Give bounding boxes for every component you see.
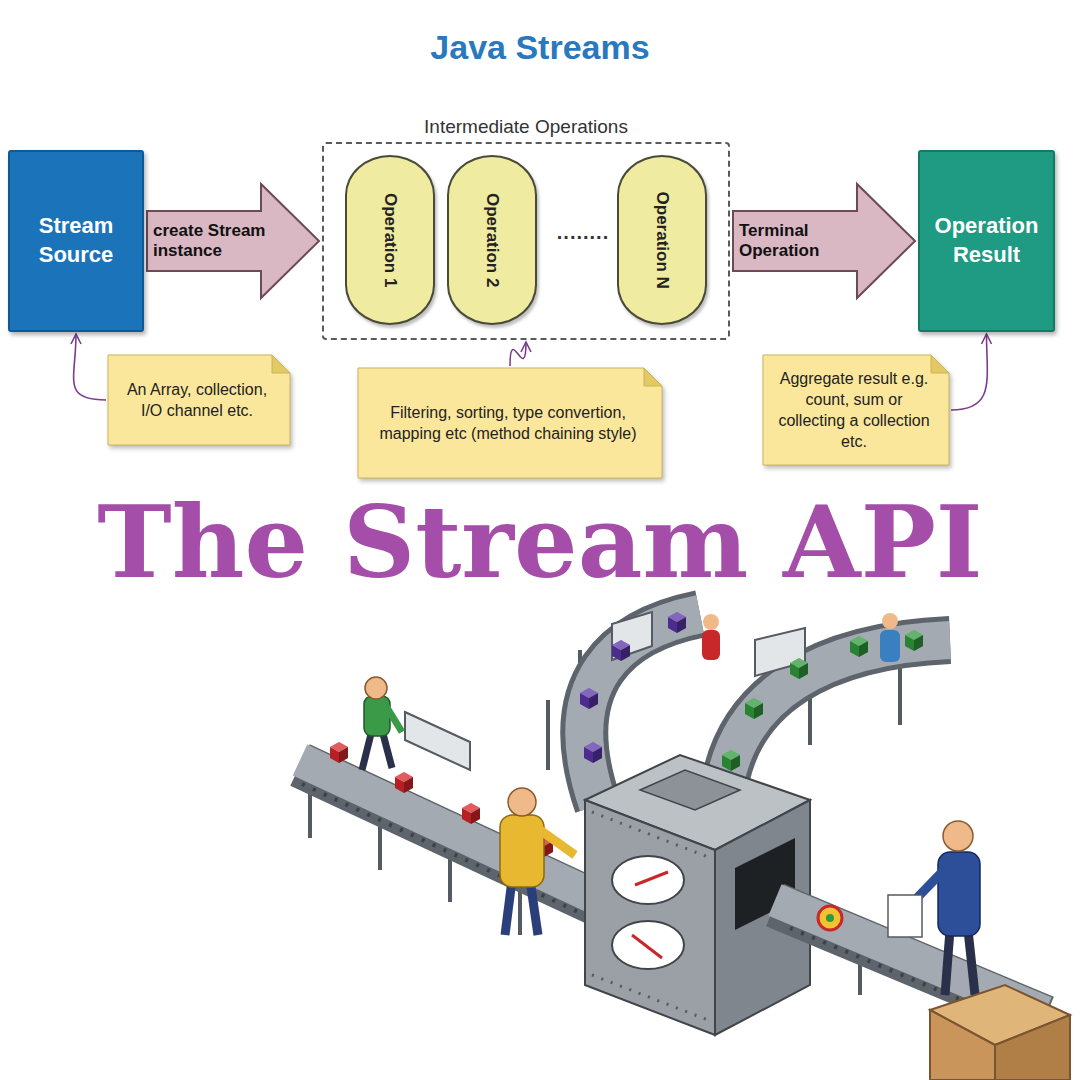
banner-heading: The Stream API <box>97 492 982 592</box>
belt-leg <box>546 700 550 770</box>
worker-leg <box>968 930 975 995</box>
purple-cube <box>612 640 630 661</box>
machine-front <box>585 800 715 1035</box>
operation-label: Operation 1 <box>380 193 400 287</box>
edge-label-wrap: create Stream instance <box>153 213 295 269</box>
edge-label-wrap: Terminal Operation <box>739 213 891 269</box>
product-item <box>818 906 842 930</box>
note-text: An Array, collection, I/O channel etc. <box>122 380 272 422</box>
worker-body <box>880 630 900 662</box>
label-wrap: The Stream API <box>0 492 1080 592</box>
worker-body <box>500 815 544 887</box>
note-fold <box>931 355 949 373</box>
operation-pill: Operation N <box>617 155 707 325</box>
note-paper <box>108 355 290 445</box>
gauge-needle <box>635 872 668 885</box>
machine-vent <box>640 770 740 810</box>
title-wrap: Java Streams <box>0 28 1080 67</box>
sticky-note: Aggregate result e.g. count, sum or coll… <box>763 355 949 465</box>
sticky-note: Filtering, sorting, type convertion, map… <box>358 368 662 478</box>
green-cube <box>722 750 740 771</box>
purple-cube <box>584 742 602 763</box>
worker-arm <box>386 706 402 732</box>
stream-box: Stream Source <box>8 150 144 332</box>
worker-leg <box>505 880 512 935</box>
ellipsis-label: ........ <box>557 222 609 242</box>
worker-yellow <box>500 788 575 935</box>
operation-label: Operation 2 <box>482 193 502 287</box>
red-cube <box>395 772 413 793</box>
belt-guard <box>612 612 652 660</box>
box-label: Operation Result <box>928 212 1045 269</box>
block-arrow <box>147 184 319 298</box>
worker-leg <box>945 930 950 995</box>
green-cube <box>790 658 808 679</box>
operation-pill: Operation 2 <box>447 155 537 325</box>
note-text: Filtering, sorting, type convertion, map… <box>372 403 644 445</box>
worker-head <box>365 677 387 699</box>
red-cube <box>330 742 348 763</box>
gauge-needle <box>632 935 662 958</box>
callout-arrow <box>74 334 106 400</box>
cardboard-box-side <box>995 1015 1070 1080</box>
edge-label: Terminal Operation <box>739 221 891 262</box>
operation-pill: Operation 1 <box>345 155 435 325</box>
purple-cube <box>668 612 686 633</box>
label-wrap: ........ <box>548 222 618 243</box>
green-cube <box>745 698 763 719</box>
worker-head <box>508 788 536 816</box>
belt-legs <box>310 650 960 1035</box>
block-arrow <box>733 184 915 298</box>
belt-guard <box>405 712 470 770</box>
note-text: Aggregate result e.g. count, sum or coll… <box>777 369 931 452</box>
worker-head <box>703 614 719 630</box>
gauge <box>612 856 684 904</box>
cardboard-box-front <box>930 1010 995 1080</box>
sticky-note: An Array, collection, I/O channel etc. <box>108 355 290 445</box>
worker-blue <box>888 821 980 995</box>
edge-label: create Stream instance <box>153 221 295 262</box>
machine-rivets <box>592 812 708 1020</box>
note-fold <box>644 368 662 386</box>
green-cube <box>850 636 868 657</box>
red-cube <box>462 803 480 824</box>
worker-leg <box>530 880 538 935</box>
operations-group: Intermediate OperationsOperation 1 Operat… <box>322 112 730 340</box>
stream-box: Operation Result <box>918 150 1055 332</box>
worker-green <box>362 677 402 770</box>
note-paper <box>763 355 949 465</box>
worker-head <box>943 821 973 851</box>
callout-arrow <box>510 342 526 366</box>
callout-arrow <box>951 334 987 410</box>
note-shape <box>358 368 662 478</box>
purple-cube <box>580 688 598 709</box>
note-paper <box>358 368 662 478</box>
box-label: Stream Source <box>18 212 134 269</box>
worker-arm <box>540 830 575 855</box>
operation-label: Operation N <box>652 191 672 288</box>
worker-body <box>938 852 980 936</box>
group-heading: Intermediate Operations <box>322 112 730 139</box>
worker-head <box>882 613 898 629</box>
product-core <box>826 914 834 922</box>
worker-body <box>364 696 390 736</box>
paper-sheet <box>888 895 922 937</box>
worker-body <box>702 630 720 660</box>
green-cube <box>905 630 923 651</box>
diagram-title: Java Streams <box>430 28 649 67</box>
note-fold <box>272 355 290 373</box>
conveyor-belt <box>300 760 605 902</box>
note-shape <box>108 355 290 445</box>
worker-small <box>702 613 900 662</box>
belt-leg <box>898 660 902 725</box>
gauge <box>612 921 684 969</box>
belt-rollers <box>302 784 600 922</box>
